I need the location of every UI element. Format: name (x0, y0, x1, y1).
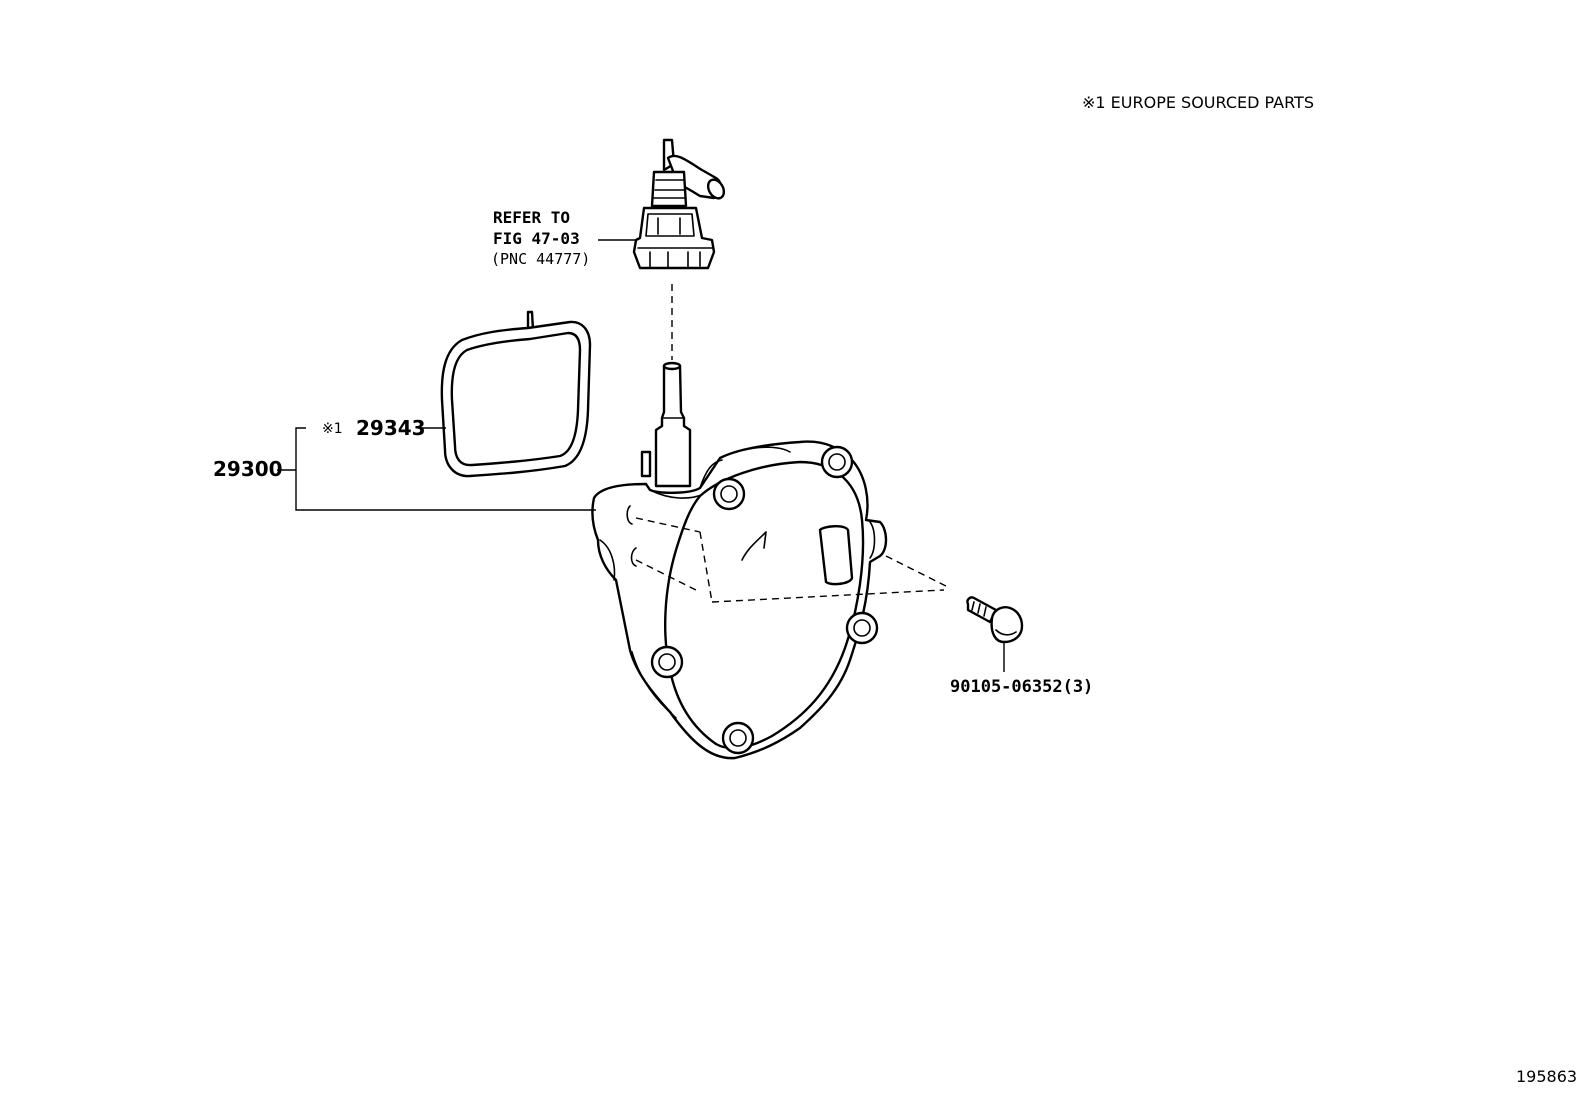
bolt-90105 (966, 596, 1024, 644)
bolt-dashed-lines (635, 517, 951, 603)
assembly-bracket (295, 427, 596, 511)
figure-number: 195863 (1516, 1067, 1577, 1086)
refer-to-line3: (PNC 44777) (491, 250, 590, 268)
part-29300-label[interactable]: 29300 (213, 457, 283, 481)
refer-to-line1: REFER TO (493, 208, 570, 227)
europe-sourced-note: ※1 EUROPE SOURCED PARTS (1082, 93, 1314, 112)
gasket-mark: ※1 (322, 421, 343, 437)
vacuum-pump-assembly (591, 361, 888, 760)
vacuum-hose-connector (632, 138, 726, 270)
part-90105-label[interactable]: 90105-06352(3) (950, 677, 1093, 697)
gasket-29343 (440, 310, 592, 478)
part-29343-label[interactable]: 29343 (356, 416, 426, 440)
refer-to-line2[interactable]: FIG 47-03 (493, 229, 580, 248)
